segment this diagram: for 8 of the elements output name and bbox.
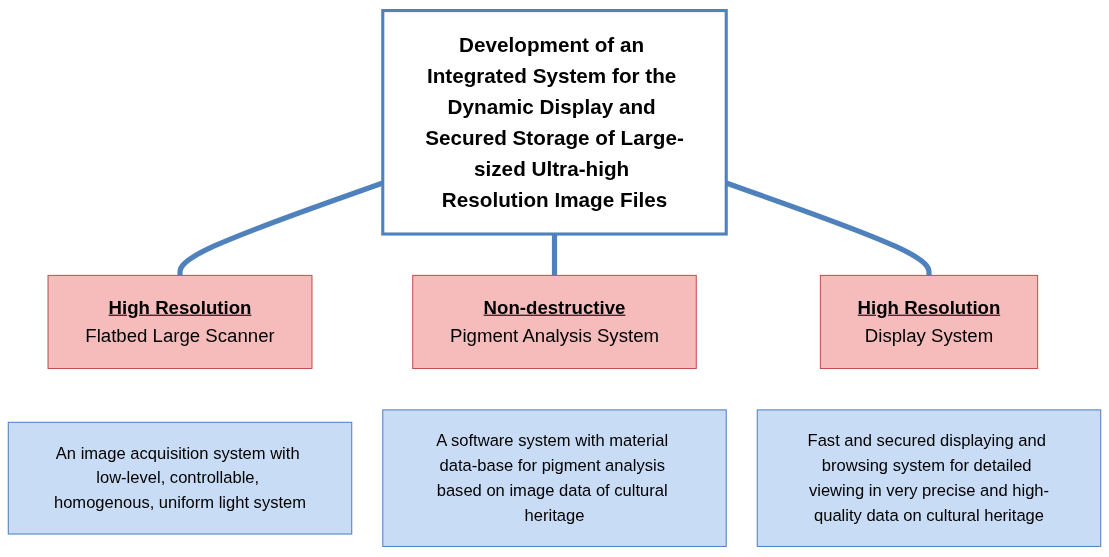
node-box: High Resolution Flatbed Large Scanner xyxy=(47,274,313,369)
node-box: Development of an Integrated System for the Dynamic Display and Secured Storage of Large-sized Ultra-high Resolution Image Files xyxy=(381,9,728,236)
node-box: An image acquisition system with low-level, controllable, homogenous, uniform light system xyxy=(7,421,353,535)
node-box: Non-destructive Pigment Analysis System xyxy=(412,274,697,369)
node-box: High Resolution Display System xyxy=(819,274,1039,369)
node-box: A software system with material data-base for pigment analysis based on image data of cultural heritage xyxy=(382,409,727,547)
node-box: Fast and secured displaying and browsing system for detailed viewing in very precise and high-quality data on cultural heritage xyxy=(756,409,1102,547)
connector xyxy=(551,234,558,276)
